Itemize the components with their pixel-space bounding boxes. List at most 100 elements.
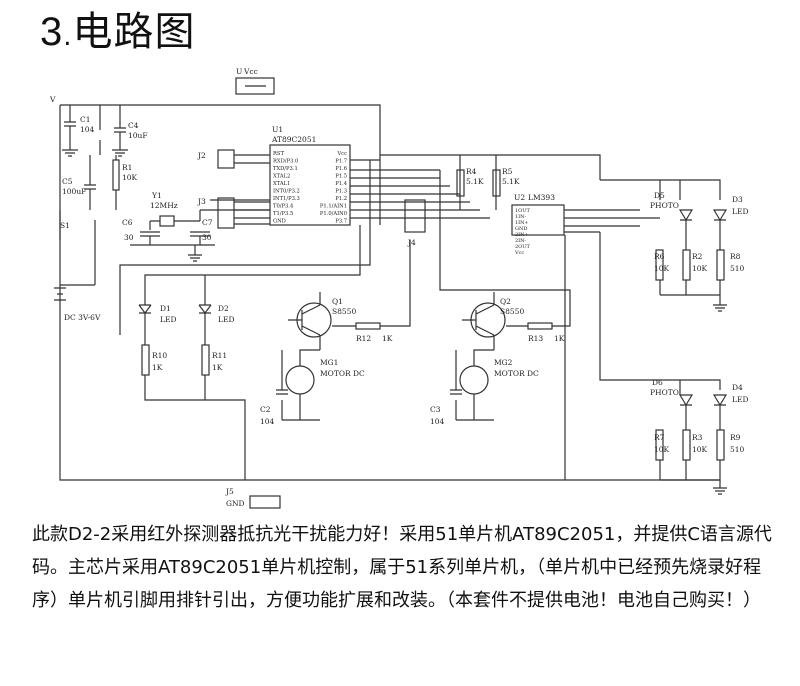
label-d3: D3 [732,195,743,204]
label-r6v: 10K [654,264,670,273]
label-y1: Y1 [151,191,162,200]
label-dc: DC 3V-6V [64,313,101,322]
label-c3: C3 [430,405,441,414]
label-c5: C5 [62,177,73,186]
label-c3v: 104 [430,417,445,426]
u1-right-pin-label: P1.2 [335,196,347,202]
label-r2v: 10K [692,264,708,273]
u2-pin-label: 1OUT [515,208,530,214]
label-u1: U1 [272,125,283,134]
label-d4: D4 [732,383,743,392]
u2-pin-label: Vcc [514,250,524,256]
label-r13: R13 [528,334,543,343]
u1-left-pin-label: XTAL2 [273,174,290,180]
label-r10: R10 [152,351,167,360]
u2-pin-label: GND [515,226,527,232]
page-title: 3.电路图 [40,9,196,55]
label-r11v: 1K [212,363,223,372]
label-r8: R8 [730,252,741,261]
label-vcc: Vcc [243,67,258,76]
label-mg1v: MOTOR DC [320,369,365,378]
label-q1: Q1 [332,297,343,306]
label-j4: J4 [407,238,416,247]
label-r7v: 10K [654,445,670,454]
label-d6: D6 [652,378,663,387]
label-r4v: 5.1K [466,177,484,186]
label-r3v: 10K [692,445,708,454]
label-mg1: MG1 [320,358,338,367]
label-u1v: AT89C2051 [271,135,316,144]
label-r9v: 510 [730,445,745,454]
label-r4: R4 [466,167,477,176]
u1-right-pin-label: P1.1/AIN1 [320,204,347,210]
label-q2v: S8550 [500,307,524,316]
u1-left-pin-label: RXD/P3.0 [273,159,298,165]
label-r3: R3 [692,433,703,442]
label-d5: D5 [654,191,665,200]
label-u2: U2 [514,193,525,202]
label-y1v: 12MHz [150,201,178,210]
label-q1v: S8550 [332,307,356,316]
label-c1v: 104 [80,125,95,134]
label-r5v: 5.1K [502,177,520,186]
label-gnd: GND [226,499,245,508]
u1-right-pin-label: P1.7 [335,159,347,165]
label-c7: C7 [202,218,213,227]
label-d4v: LED [732,395,748,404]
label-d1v: LED [160,315,176,324]
label-s1: S1 [60,221,70,230]
label-mg2: MG2 [494,358,513,367]
u1-right-pin-labels: VccP1.7P1.6P1.5P1.4P1.3P1.2P1.1/AIN1P1.0… [320,151,348,225]
u1-right-pin-label: Vcc [336,151,347,157]
u1-right-pin-label: P1.0/AIN0 [320,211,347,217]
u1-right-pin-label: P1.5 [335,174,347,180]
label-q2: Q2 [500,297,511,306]
label-d2: D2 [218,304,229,313]
u1-left-pin-label: INT1/P3.3 [273,196,300,202]
u1-left-pin-label: T0/P3.4 [273,204,294,210]
label-u2v: LM393 [528,193,555,202]
u1-left-pin-label: GND [273,219,286,225]
label-j2: J2 [197,151,206,160]
label-c6: C6 [122,218,133,227]
u2-pin-label: 2IN- [515,238,527,244]
label-j5: J5 [225,487,234,496]
u2-pin-label: 2OUT [515,244,530,250]
label-r5: R5 [502,167,513,176]
label-r11: R11 [212,351,227,360]
label-c4: C4 [128,121,139,130]
u1-right-pin-label: P1.4 [335,181,347,187]
label-c2: C2 [260,405,271,414]
label-r8v: 510 [730,264,745,273]
u1-right-pin-label: P1.6 [335,166,347,172]
label-u2-vcc-ref: U [236,67,242,76]
label-c5v: 100uF [62,187,86,196]
label-d2v: LED [218,315,234,324]
u1-left-pin-labels: RST RXD/P3.0TXD/P3.1XTAL2XTAL1INT0/P3.2IN… [273,151,300,225]
u2-pin-label: 1IN- [515,214,527,220]
u1-left-pin-label: INT0/P3.2 [273,189,300,195]
label-mg2v: MOTOR DC [494,369,539,378]
label-r9: R9 [730,433,741,442]
u1-right-pin-label: P3.7 [335,219,347,225]
label-r2: R2 [692,252,703,261]
label-d3v: LED [732,207,748,216]
label-c2v: 104 [260,417,275,426]
u1-left-pin-label: T1/P3.5 [273,211,293,217]
u2-pin-label: 1IN+ [515,220,529,226]
label-d1: D1 [160,304,171,313]
label-r6: R6 [654,252,665,261]
label-v1: V [49,95,56,104]
label-r12: R12 [356,334,371,343]
label-c6v: 30 [124,233,134,242]
label-r7: R7 [654,433,665,442]
u2-pin-label: 2IN+ [515,232,529,238]
label-j3: J3 [197,197,206,206]
label-r12v: 1K [382,334,393,343]
circuit-schematic: U Vcc V C1 104 C4 10uF U1 AT89C2051 R1 1… [49,67,748,509]
u1-left-pin-label: TXD/P3.1 [273,166,298,172]
u1-left-pin-label: RST [273,151,284,157]
description-text: 此款D2-2采用红外探测器抵抗光干扰能力好！采用51单片机AT89C2051，并… [32,524,772,611]
u1-left-pin-label: XTAL1 [273,181,290,187]
